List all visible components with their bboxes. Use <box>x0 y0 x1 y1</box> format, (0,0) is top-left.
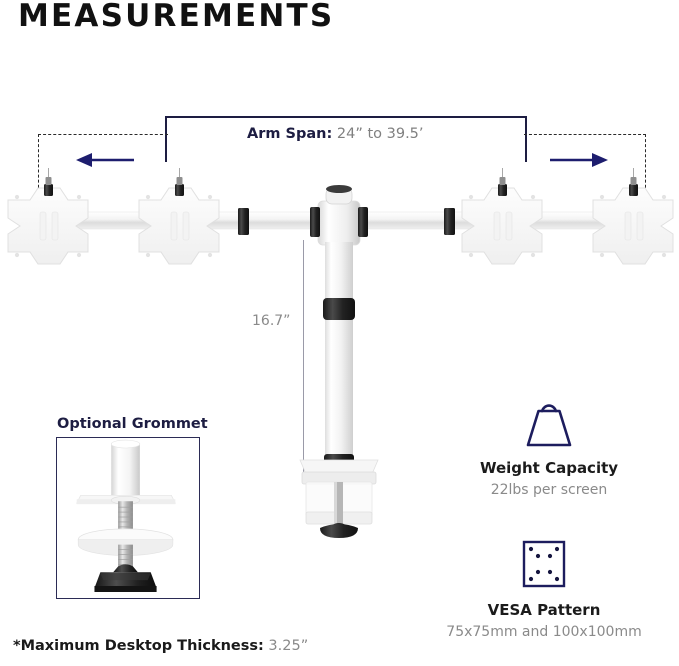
arm-span-dimension-bar <box>165 116 527 118</box>
arrow-right-icon <box>550 153 608 167</box>
vesa-pattern-value: 75x75mm and 100x100mm <box>446 623 642 640</box>
vesa-pattern-label: VESA Pattern <box>487 601 601 619</box>
arrow-left-icon <box>76 153 134 167</box>
vesa-plate <box>592 168 674 265</box>
vesa-plate <box>138 168 220 265</box>
extension-line-left-vertical <box>38 134 39 208</box>
weight-capacity-label: Weight Capacity <box>479 459 619 477</box>
arm-span-label: Arm Span: <box>247 126 333 142</box>
grommet-illustration-box <box>56 437 200 599</box>
vesa-square-icon <box>522 540 566 588</box>
grommet-illustration <box>76 439 176 592</box>
vesa-plate <box>461 168 543 265</box>
page-title: MEASUREMENTS <box>18 0 335 34</box>
dual-monitor-mount-illustration <box>7 168 674 538</box>
vesa-plate <box>7 168 89 265</box>
extension-line-right <box>524 134 646 135</box>
height-dimension-line <box>303 240 304 477</box>
grommet-title: Optional Grommet <box>57 416 208 432</box>
feature-weight-capacity: Weight Capacity 22lbs per screen <box>454 394 644 500</box>
arm-span-tick-left <box>165 116 167 162</box>
footnote-label: *Maximum Desktop Thickness: <box>13 638 264 654</box>
footnote-value: 3.25” <box>268 638 309 654</box>
arm-span-annotation: Arm Span: 24” to 39.5’ <box>247 126 424 142</box>
weight-capacity-value: 22lbs per screen <box>490 481 608 498</box>
extension-line-left <box>38 134 168 135</box>
extension-line-right-vertical <box>645 134 646 208</box>
arm-span-value: 24” to 39.5’ <box>336 126 424 142</box>
feature-vesa-pattern: VESA Pattern 75x75mm and 100x100mm <box>424 536 664 642</box>
arm-span-tick-right <box>525 116 527 162</box>
weight-icon <box>526 404 572 447</box>
height-value: 16.7” <box>252 313 291 329</box>
footnote: *Maximum Desktop Thickness: 3.25” <box>13 638 308 654</box>
